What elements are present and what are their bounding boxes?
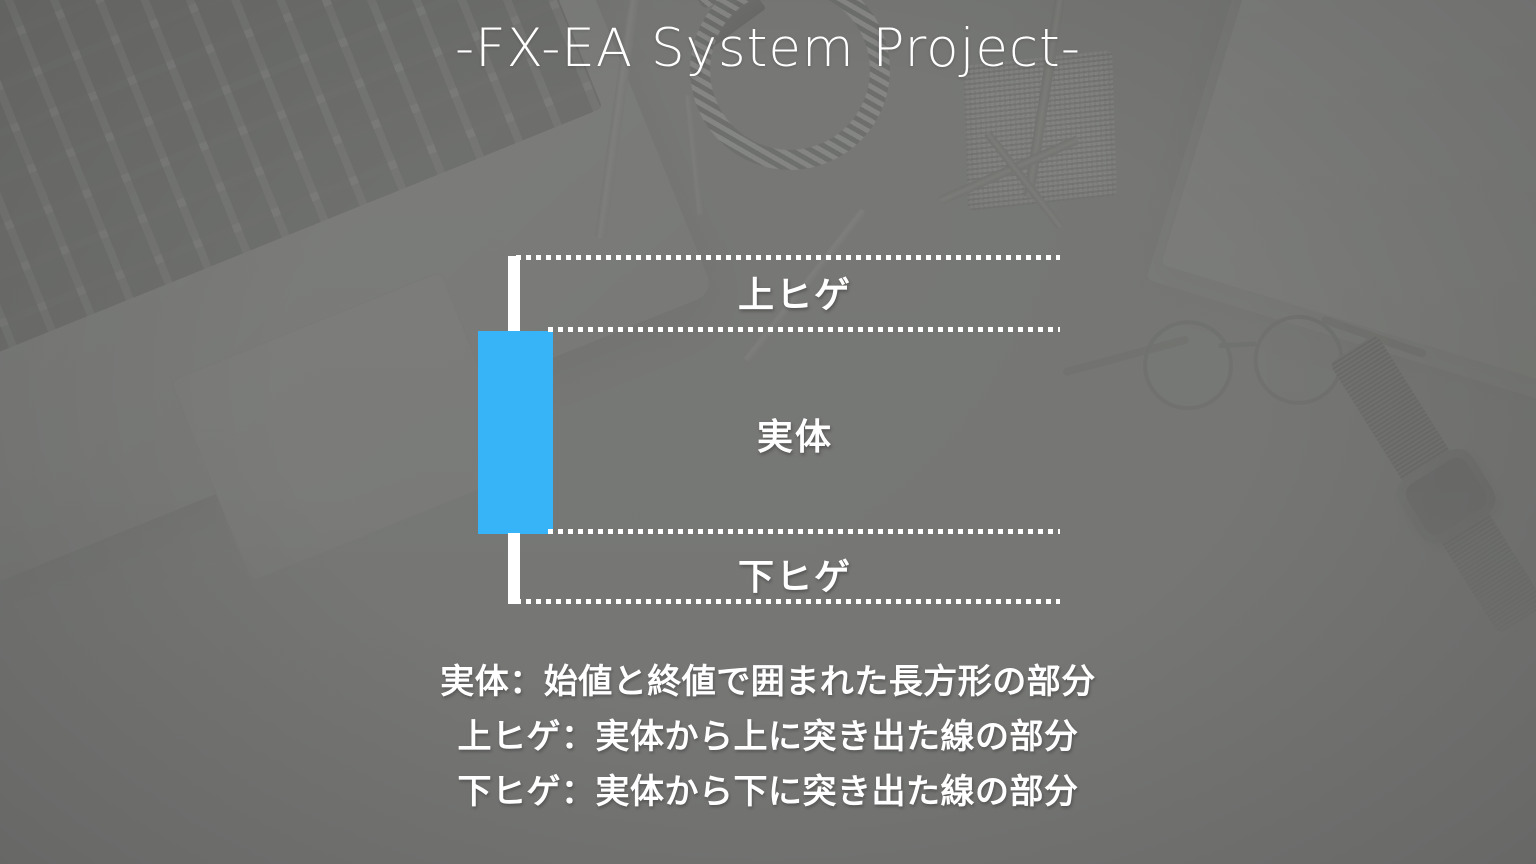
guide-line-low <box>516 599 1060 604</box>
slide-title: -FX-EA System Project- <box>455 18 1081 79</box>
legend-block: 実体：始値と終値で囲まれた長方形の部分 上ヒゲ：実体から上に突き出た線の部分 下… <box>0 655 1536 820</box>
upper-wick-shape <box>508 256 520 332</box>
legend-line-lower-wick: 下ヒゲ：実体から下に突き出た線の部分 <box>457 772 1079 812</box>
lower-wick-shape <box>508 533 520 604</box>
guide-line-high <box>516 255 1060 260</box>
upper-wick-label: 上ヒゲ <box>737 275 852 316</box>
candle-body-shape <box>478 331 553 534</box>
legend-line-body: 実体：始値と終値で囲まれた長方形の部分 <box>440 662 1096 702</box>
lower-wick-label: 下ヒゲ <box>737 557 852 598</box>
body-label: 実体 <box>756 417 833 458</box>
legend-line-upper-wick: 上ヒゲ：実体から上に突き出た線の部分 <box>457 717 1079 757</box>
guide-line-body-top <box>548 327 1060 332</box>
guide-line-body-bottom <box>548 529 1060 534</box>
